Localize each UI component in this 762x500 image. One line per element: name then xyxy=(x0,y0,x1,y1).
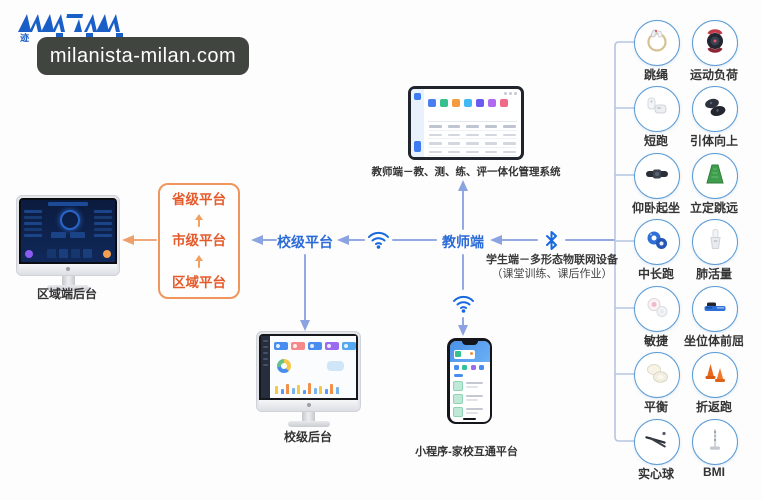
miniprogram-phone xyxy=(447,338,492,424)
brand-logo-icon xyxy=(18,14,120,32)
spirometer-icon xyxy=(701,226,729,259)
device-label: 坐位体前屈 xyxy=(683,334,744,348)
miniprogram-label: 小程序-家校互通平台 xyxy=(415,446,518,458)
device-label: 平衡 xyxy=(643,400,668,414)
brand-character: 迹 xyxy=(20,33,30,43)
platform-level-province: 省级平台 xyxy=(172,191,226,207)
arrowhead-left-into-school xyxy=(337,235,349,245)
device-label: BMI xyxy=(703,465,725,479)
device-circle xyxy=(634,86,680,132)
apple-logo-dot xyxy=(306,403,311,407)
brand-character-mark xyxy=(86,33,93,37)
school-backend-monitor xyxy=(256,331,361,427)
regional-dashboard-screen xyxy=(21,200,115,262)
device-label: 跳绳 xyxy=(643,68,668,82)
student-caption-line2: （课堂训练、课后作业） xyxy=(491,268,613,280)
device-label: 实心球 xyxy=(637,467,674,481)
device-circle xyxy=(692,286,738,332)
device-label: 折返跑 xyxy=(695,400,732,414)
arrowhead-left-into-box xyxy=(251,235,263,245)
arrowhead-left-into-regional xyxy=(122,235,134,245)
arrowhead-up-to-tablet xyxy=(458,180,468,191)
brand-character-mark xyxy=(56,33,63,37)
pull-up-sensor-icon xyxy=(701,93,729,126)
device-circle xyxy=(634,20,680,66)
platform-level-region: 区域平台 xyxy=(172,274,226,290)
apple-logo-dot xyxy=(66,267,70,271)
device-circle xyxy=(692,419,738,465)
node-teacher: 教师端 xyxy=(442,234,484,250)
device-circle xyxy=(634,153,680,199)
device-label: 敏捷 xyxy=(643,334,668,348)
device-circle xyxy=(692,86,738,132)
device-label: 立定跳远 xyxy=(689,201,738,215)
up-arrow-icon xyxy=(195,255,203,269)
shuttle-cone-icon xyxy=(701,359,729,392)
arrowhead-down-to-school-backend xyxy=(300,320,310,331)
device-circle xyxy=(692,153,738,199)
medicine-ball-stick-icon xyxy=(643,426,671,459)
device-label: 仰卧起坐 xyxy=(631,201,680,215)
up-arrow-icon xyxy=(195,213,203,227)
teacher-tablet xyxy=(408,86,524,160)
jump-rope-icon xyxy=(643,27,671,60)
device-label: 引体向上 xyxy=(689,134,738,148)
device-circle xyxy=(634,219,680,265)
device-circle xyxy=(634,419,680,465)
sprint-sensor-icon xyxy=(643,93,671,126)
device-label: 中长跑 xyxy=(637,267,674,281)
wifi-icon xyxy=(453,295,474,313)
agility-pod-icon xyxy=(643,293,671,326)
run-tracker-icon xyxy=(643,226,671,259)
device-label: 肺活量 xyxy=(695,267,732,281)
balance-disc-icon xyxy=(643,359,671,392)
device-circle xyxy=(634,352,680,398)
bluetooth-icon xyxy=(546,231,557,250)
device-label: 运动负荷 xyxy=(689,68,738,82)
arrowhead-left-into-teacher xyxy=(490,235,502,245)
school-backend-label: 校级后台 xyxy=(283,430,332,444)
brand-character-mark xyxy=(116,33,123,37)
regional-backend-label: 区域端后台 xyxy=(36,287,97,301)
bracket-right-devices xyxy=(614,41,634,442)
device-circle xyxy=(692,219,738,265)
watermark-badge: milanista-milan.com xyxy=(37,37,249,75)
arrowhead-down-to-phone xyxy=(458,325,468,336)
platform-level-city: 市级平台 xyxy=(172,233,226,249)
sit-reach-ruler-icon xyxy=(701,293,729,326)
school-dashboard-screen xyxy=(261,336,356,398)
student-caption-line1: 学生端－多形态物联网设备 xyxy=(486,254,618,266)
wifi-icon xyxy=(368,231,389,249)
teacher-tablet-label: 教师端－教、测、练、评一体化管理系统 xyxy=(371,166,561,178)
platform-hierarchy-box: 省级平台 市级平台 区域平台 xyxy=(158,183,240,299)
jump-mat-icon xyxy=(701,160,729,193)
node-school-platform: 校级平台 xyxy=(277,234,333,250)
device-circle xyxy=(692,352,738,398)
device-label: 短跑 xyxy=(643,134,668,148)
sport-watch-icon xyxy=(701,27,729,60)
bmi-stadiometer-icon xyxy=(701,426,729,459)
regional-backend-monitor xyxy=(16,195,120,291)
situp-belt-icon xyxy=(643,160,671,193)
device-circle xyxy=(634,286,680,332)
device-circle xyxy=(692,20,738,66)
